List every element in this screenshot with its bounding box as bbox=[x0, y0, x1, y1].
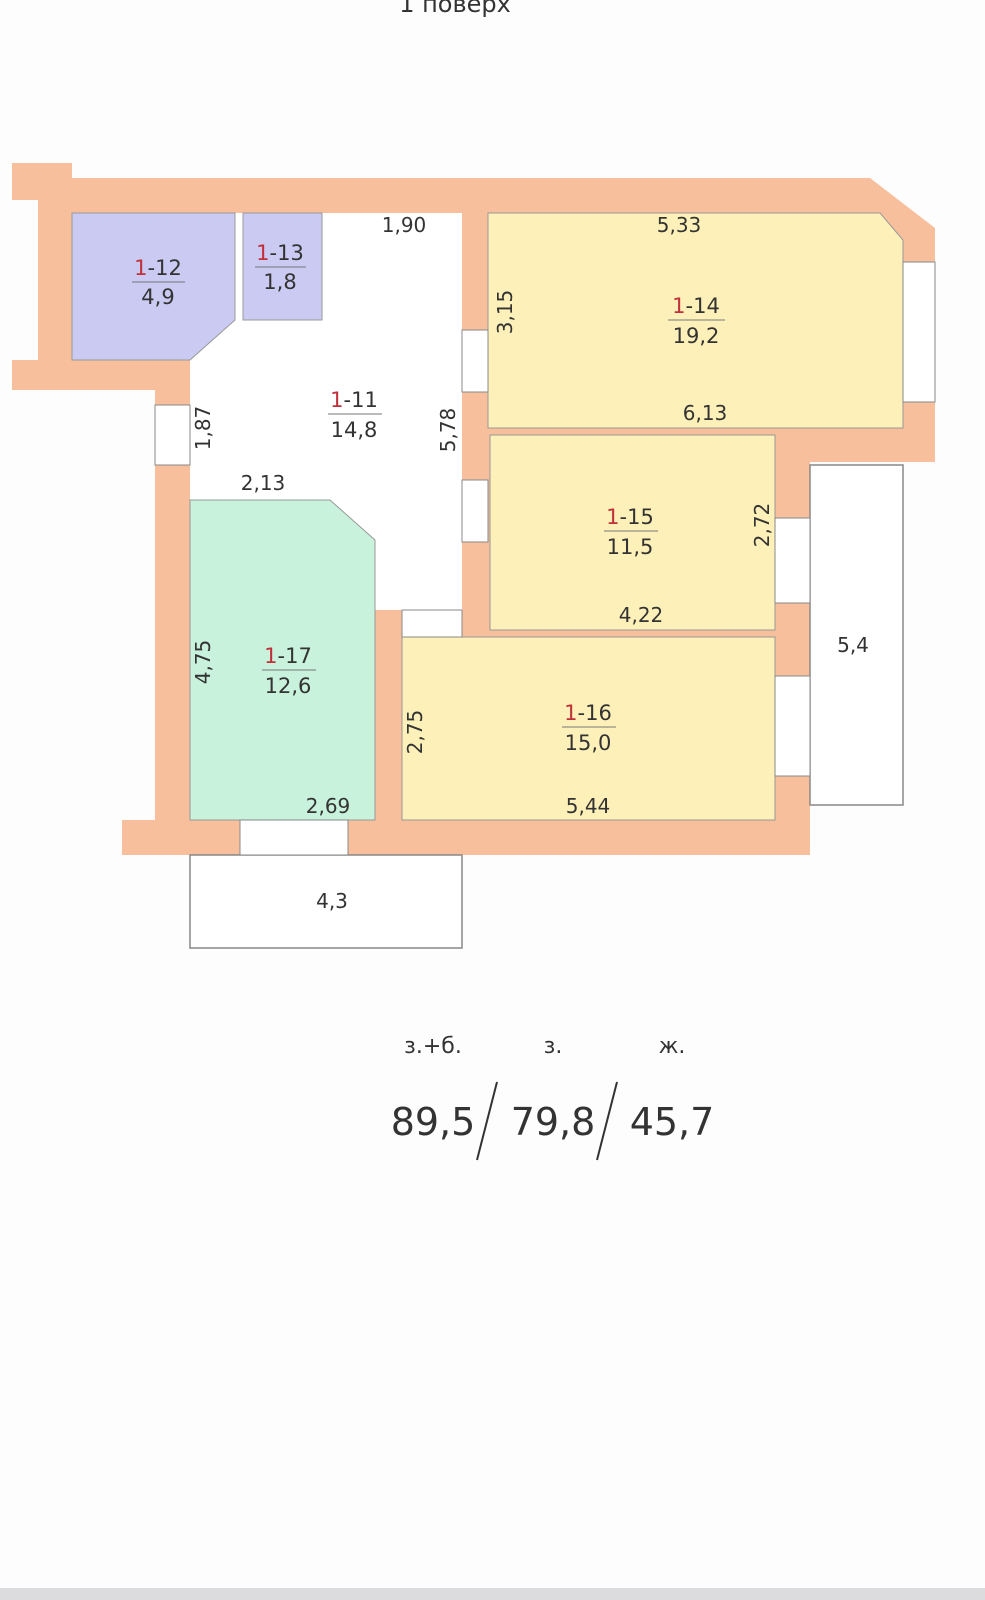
svg-text:2,72: 2,72 bbox=[750, 503, 774, 548]
svg-text:79,8: 79,8 bbox=[511, 1100, 596, 1144]
svg-text:5,33: 5,33 bbox=[657, 213, 702, 237]
door bbox=[401, 609, 463, 638]
bottom-bar bbox=[0, 1588, 985, 1600]
svg-text:2,75: 2,75 bbox=[403, 710, 427, 755]
svg-text:4,22: 4,22 bbox=[619, 603, 664, 627]
svg-text:5,44: 5,44 bbox=[566, 794, 611, 818]
svg-text:ж.: ж. bbox=[659, 1034, 686, 1059]
svg-text:3,15: 3,15 bbox=[493, 290, 517, 335]
svg-text:1-16: 1-16 bbox=[564, 701, 612, 725]
svg-text:5,4: 5,4 bbox=[837, 633, 869, 657]
svg-text:1,8: 1,8 bbox=[263, 270, 296, 294]
svg-text:1-11: 1-11 bbox=[330, 388, 378, 412]
svg-text:1,87: 1,87 bbox=[191, 406, 215, 451]
room-1-12 bbox=[71, 212, 236, 361]
room-1-15 bbox=[489, 434, 776, 631]
balcony-bottom bbox=[189, 854, 463, 949]
svg-text:2,13: 2,13 bbox=[241, 471, 286, 495]
svg-text:1-17: 1-17 bbox=[264, 644, 312, 668]
door bbox=[154, 404, 191, 466]
floor-title: 1 поверх bbox=[399, 0, 511, 18]
svg-text:1-13: 1-13 bbox=[256, 241, 304, 265]
svg-text:15,0: 15,0 bbox=[565, 731, 612, 755]
dimension-labels: 1,90 5,33 3,15 6,13 1,87 5,78 2,13 2,72 … bbox=[191, 213, 869, 913]
svg-text:2,69: 2,69 bbox=[306, 794, 351, 818]
svg-text:19,2: 19,2 bbox=[673, 324, 720, 348]
svg-text:4,3: 4,3 bbox=[316, 889, 348, 913]
svg-text:з.: з. bbox=[544, 1034, 563, 1059]
room-1-17 bbox=[189, 499, 376, 821]
svg-text:4,9: 4,9 bbox=[141, 285, 174, 309]
area-summary: з.+б. з. ж. 89,5 79,8 45,7 bbox=[391, 1034, 715, 1161]
svg-text:1,90: 1,90 bbox=[382, 213, 427, 237]
window bbox=[774, 675, 811, 777]
svg-text:6,13: 6,13 bbox=[683, 401, 728, 425]
svg-text:45,7: 45,7 bbox=[630, 1100, 715, 1144]
svg-text:5,78: 5,78 bbox=[436, 408, 460, 453]
room-labels: 1-12 4,9 1-13 1,8 1-11 14,8 1-14 19,2 1-… bbox=[132, 241, 725, 755]
svg-text:з.+б.: з.+б. bbox=[404, 1034, 462, 1059]
window bbox=[239, 819, 349, 856]
door bbox=[461, 329, 489, 393]
svg-text:89,5: 89,5 bbox=[391, 1100, 476, 1144]
svg-text:1-12: 1-12 bbox=[134, 256, 182, 280]
window bbox=[774, 517, 811, 604]
openings bbox=[154, 261, 936, 856]
balcony-right bbox=[809, 464, 904, 806]
svg-text:11,5: 11,5 bbox=[607, 535, 654, 559]
window bbox=[902, 261, 936, 403]
door bbox=[461, 479, 489, 543]
svg-text:14,8: 14,8 bbox=[331, 418, 378, 442]
svg-text:1-15: 1-15 bbox=[606, 505, 654, 529]
svg-text:12,6: 12,6 bbox=[265, 674, 312, 698]
svg-text:1-14: 1-14 bbox=[672, 294, 720, 318]
svg-text:4,75: 4,75 bbox=[191, 640, 215, 685]
room-1-16 bbox=[401, 636, 776, 821]
